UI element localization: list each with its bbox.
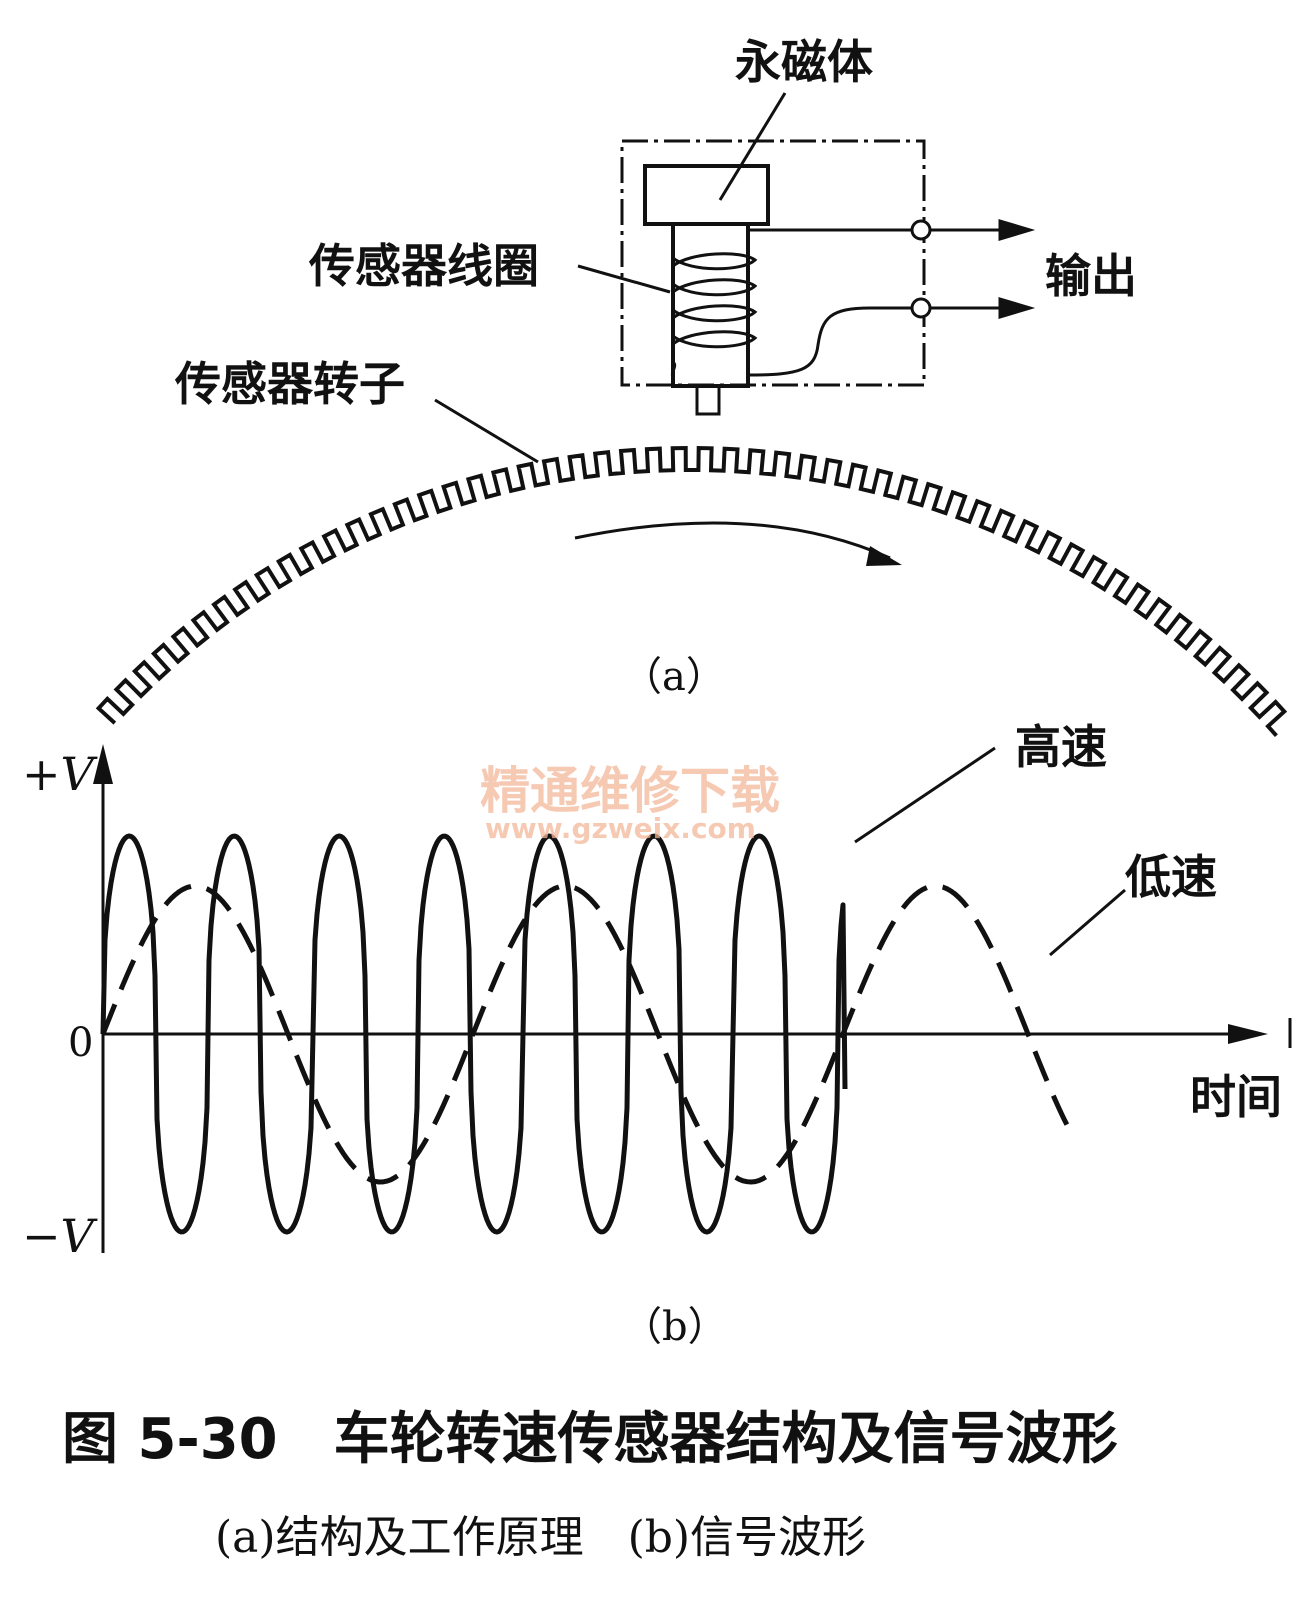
y-axis-arrow: [93, 744, 113, 784]
y-axis-negative-label: −V: [22, 1209, 99, 1263]
permanent-magnet: [643, 164, 770, 226]
magnet-label: 永磁体: [735, 35, 873, 89]
y-axis-zero-label: 0: [68, 1020, 93, 1066]
figure-caption-title: 图 5-30 车轮转速传感器结构及信号波形: [62, 1407, 1118, 1472]
output-terminal-1: [910, 219, 932, 241]
sensor-housing: [620, 139, 926, 387]
panel-b-label: （b）: [622, 1304, 728, 1350]
leader-lines: [434, 92, 787, 464]
structure-diagram: 永磁体 传感器线圈 输出 传感器转子 （a）: [95, 35, 1288, 738]
low-speed-label: 低速: [1125, 850, 1217, 904]
x-axis-arrow: [1228, 1024, 1268, 1044]
panel-a-label: （a）: [622, 654, 726, 700]
waveform-plot: +V −V 0 时间 高速 低速 （b）: [22, 720, 1292, 1350]
sensor-coil: [670, 252, 758, 379]
watermark: 精通维修下载 www.gzweix.com: [480, 762, 780, 845]
coil-label: 传感器线圈: [308, 239, 539, 293]
rotor-label: 传感器转子: [174, 357, 405, 411]
y-axis-positive-label: +V: [22, 747, 99, 801]
output-leads: [747, 218, 1036, 377]
x-axis-label: 时间: [1190, 1070, 1282, 1124]
pole-tip: [695, 384, 721, 416]
high-speed-waveform: [100, 833, 848, 1235]
sensor-rotor: [95, 445, 1288, 738]
low-speed-waveform: [100, 883, 1074, 1185]
rotation-arrow: [574, 521, 902, 566]
high-speed-label: 高速: [1015, 720, 1107, 774]
figure-caption-subtitle: (a)结构及工作原理 (b)信号波形: [215, 1512, 866, 1563]
low-speed-leader: [1049, 888, 1126, 957]
output-terminal-2: [910, 297, 932, 319]
high-speed-leader: [854, 746, 996, 844]
watermark-url: www.gzweix.com: [485, 812, 756, 845]
watermark-title: 精通维修下载: [480, 762, 780, 820]
output-label: 输出: [1045, 249, 1137, 303]
